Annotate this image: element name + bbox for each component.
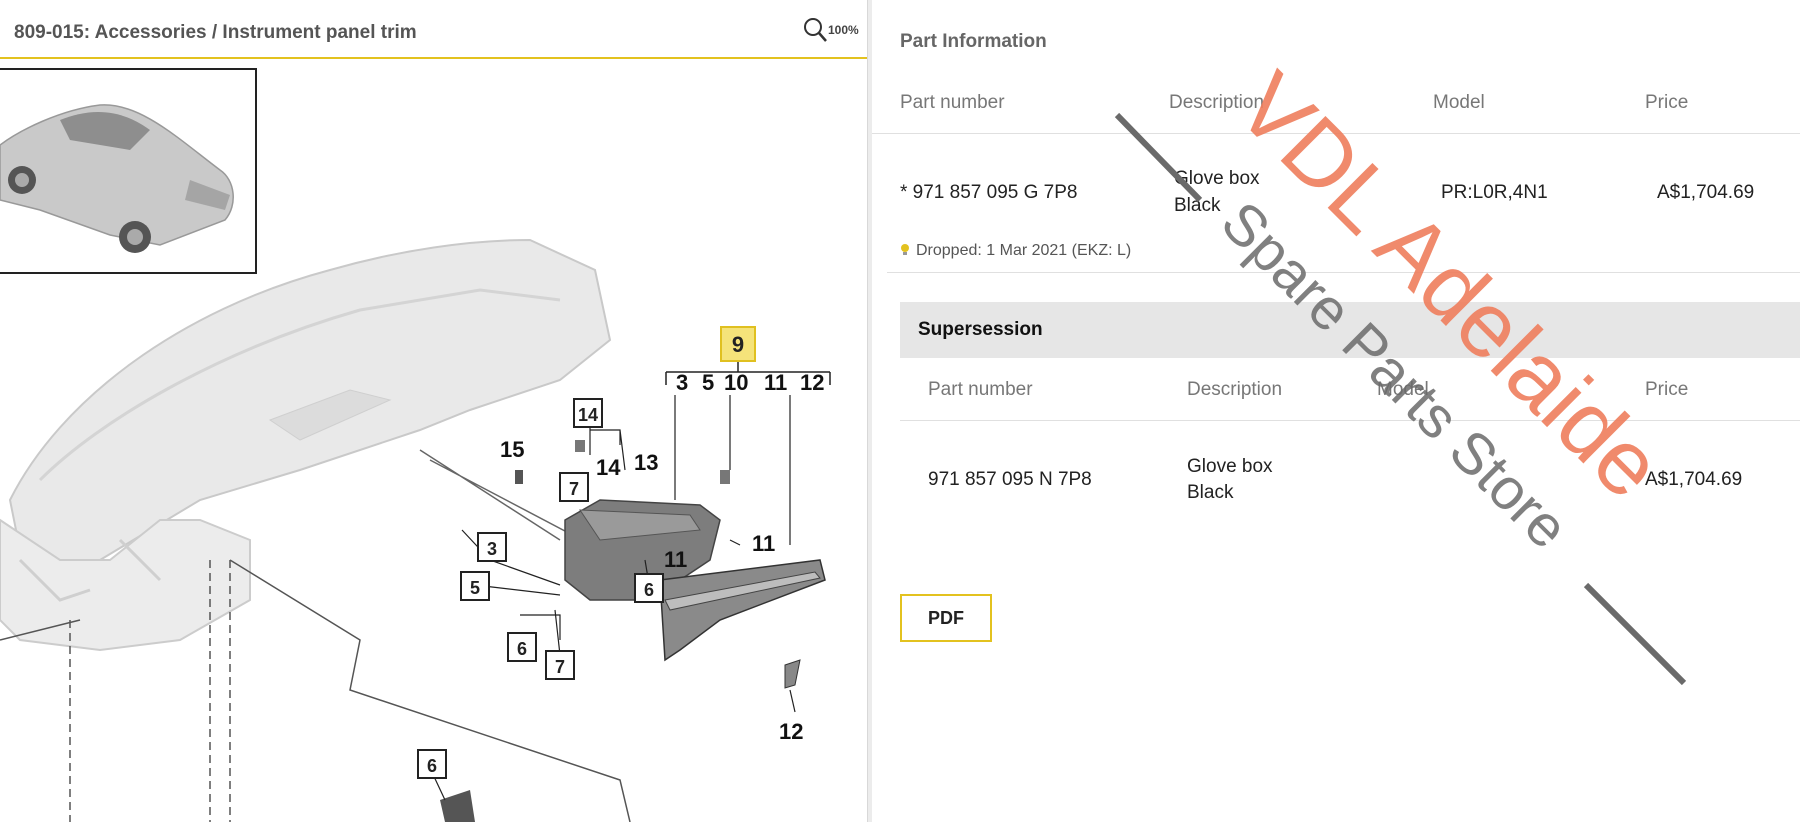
supersession-title: Supersession xyxy=(918,319,1043,340)
vehicle-thumbnail[interactable] xyxy=(0,68,257,274)
callout-7-box[interactable]: 7 xyxy=(559,472,589,502)
callout-6-box-lower[interactable]: 6 xyxy=(507,632,537,662)
lightbulb-icon xyxy=(901,244,909,255)
part-description-line2: Black xyxy=(1174,195,1221,216)
part-description-line1: Glove box xyxy=(1174,168,1260,189)
callout-7-box-lower[interactable]: 7 xyxy=(545,650,575,680)
callout-13[interactable]: 13 xyxy=(634,450,659,475)
callout-6-box[interactable]: 6 xyxy=(634,573,664,603)
part-price: A$1,704.69 xyxy=(1657,182,1755,203)
super-col-part-number: Part number xyxy=(928,379,1033,400)
pdf-button[interactable]: PDF xyxy=(900,594,992,642)
part-number[interactable]: * 971 857 095 G 7P8 xyxy=(900,182,1078,203)
zoom-control[interactable]: 100% xyxy=(802,16,862,44)
callout-5-box[interactable]: 5 xyxy=(460,571,490,601)
callout-14[interactable]: 14 xyxy=(596,455,621,480)
callout-11-right[interactable]: 11 xyxy=(752,531,776,556)
callout-3[interactable]: 3 xyxy=(676,370,689,395)
callout-14-box[interactable]: 14 xyxy=(573,398,603,428)
callout-10[interactable]: 10 xyxy=(724,370,749,395)
car-image xyxy=(0,104,234,253)
super-price: A$1,704.69 xyxy=(1645,469,1743,490)
callout-12-bottom[interactable]: 12 xyxy=(779,719,804,744)
header-divider xyxy=(872,133,1800,134)
super-part-number[interactable]: 971 857 095 N 7P8 xyxy=(928,469,1092,490)
diagram-panel: 809-015: Accessories / Instrument panel … xyxy=(0,0,867,822)
super-description-line1: Glove box xyxy=(1187,456,1273,477)
title-underline xyxy=(0,57,867,59)
callout-9-selected[interactable]: 9 xyxy=(720,326,756,362)
callout-6-box-bottom[interactable]: 6 xyxy=(417,749,447,779)
supersession-header xyxy=(900,302,1800,358)
col-description: Description xyxy=(1169,92,1265,113)
col-part-number: Part number xyxy=(900,92,1005,113)
callout-11[interactable]: 11 xyxy=(764,370,788,395)
callout-12[interactable]: 12 xyxy=(800,370,825,395)
callout-5[interactable]: 5 xyxy=(702,370,715,395)
super-header-divider xyxy=(900,420,1800,421)
dropped-note: Dropped: 1 Mar 2021 (EKZ: L) xyxy=(900,242,1131,260)
super-col-model: Model xyxy=(1377,379,1429,400)
callout-3-box[interactable]: 3 xyxy=(477,532,507,562)
callout-15[interactable]: 15 xyxy=(500,437,525,462)
panel-divider[interactable] xyxy=(867,0,873,822)
exploded-parts-diagram xyxy=(0,238,831,822)
super-col-description: Description xyxy=(1187,379,1283,400)
diagram-title: 809-015: Accessories / Instrument panel … xyxy=(14,22,417,43)
dropped-note-text: Dropped: 1 Mar 2021 (EKZ: L) xyxy=(916,242,1132,259)
part-model: PR:L0R,4N1 xyxy=(1441,182,1548,203)
zoom-level: 100% xyxy=(828,23,859,37)
part-info-title: Part Information xyxy=(900,31,1047,52)
callout-11-left[interactable]: 11 xyxy=(664,547,688,572)
super-description-line2: Black xyxy=(1187,482,1234,503)
super-col-price: Price xyxy=(1645,379,1689,400)
magnifier-icon xyxy=(804,18,827,42)
col-price: Price xyxy=(1645,92,1689,113)
col-model: Model xyxy=(1433,92,1485,113)
row-divider xyxy=(887,272,1800,273)
part-info-panel: Part Information Part number Description… xyxy=(872,0,1800,822)
